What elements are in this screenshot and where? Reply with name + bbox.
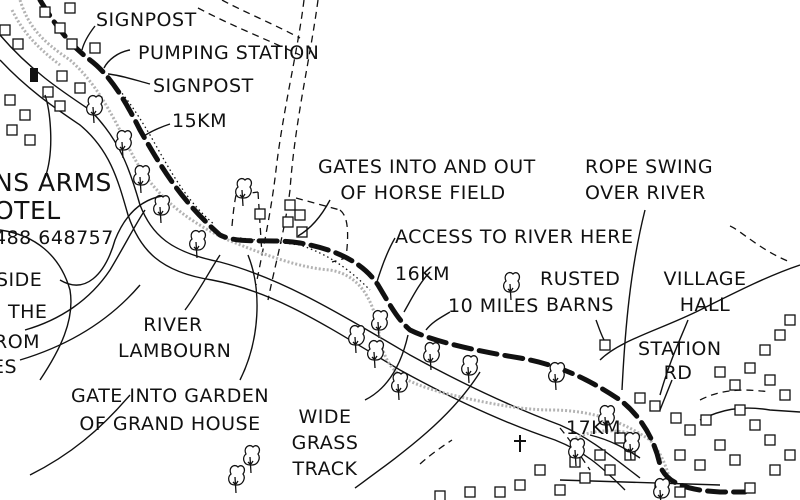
label-signpost-top: SIGNPOST xyxy=(96,9,197,31)
label-gates-horse-field-2: OF HORSE FIELD xyxy=(340,182,506,204)
walking-route xyxy=(37,0,748,495)
label-side-text-1: SIDE xyxy=(0,269,43,291)
label-gates-horse-field-1: GATES INTO AND OUT xyxy=(318,156,536,178)
label-rope-swing-2: OVER RIVER xyxy=(585,182,706,204)
hotel-marker xyxy=(30,68,38,82)
footpath-dotted xyxy=(109,79,371,291)
label-rope-swing-1: ROPE SWING xyxy=(585,156,714,178)
label-wide-grass-track-3: TRACK xyxy=(292,458,358,480)
label-gate-garden-1: GATE INTO GARDEN xyxy=(70,385,270,407)
label-rusted-barns-2: BARNS xyxy=(545,294,614,316)
label-pumping-station: PUMPING STATION xyxy=(138,42,320,64)
label-signpost-lower: SIGNPOST xyxy=(153,75,254,97)
buildings-village xyxy=(434,314,796,500)
label-15km: 15KM xyxy=(172,110,228,132)
label-17km: 17KM xyxy=(566,417,622,439)
label-leader-lines xyxy=(44,25,689,489)
label-station-rd-2: RD xyxy=(663,362,693,384)
roads xyxy=(0,34,800,491)
label-16km: 16KM xyxy=(395,263,451,285)
label-wide-grass-track-1: WIDE xyxy=(298,406,352,428)
label-station-rd-1: STATION xyxy=(638,338,722,360)
label-10-miles: 10 MILES xyxy=(448,295,539,317)
buildings-horse-field xyxy=(254,199,308,238)
label-village-hall-2: HALL xyxy=(679,294,731,316)
label-village-hall-1: VILLAGE xyxy=(663,268,747,290)
label-hotel-type: OTEL xyxy=(0,196,61,225)
label-side-text-4: ES xyxy=(0,356,18,378)
label-river-lambourn-1: RIVER xyxy=(143,314,203,336)
label-river-lambourn-2: LAMBOURN xyxy=(118,340,232,362)
label-rusted-barns-1: RUSTED xyxy=(540,268,621,290)
label-side-text-2: THE xyxy=(8,301,48,323)
label-access-to-river: ACCESS TO RIVER HERE xyxy=(395,226,634,248)
label-gate-garden-2: OF GRAND HOUSE xyxy=(79,413,261,435)
label-wide-grass-track-2: GRASS xyxy=(291,432,359,454)
label-side-text-3: ROM xyxy=(0,331,41,353)
label-hotel-name: NS ARMS xyxy=(0,168,112,197)
label-hotel-phone: 488 648757 xyxy=(0,227,114,249)
church-cross-icon xyxy=(514,435,526,452)
